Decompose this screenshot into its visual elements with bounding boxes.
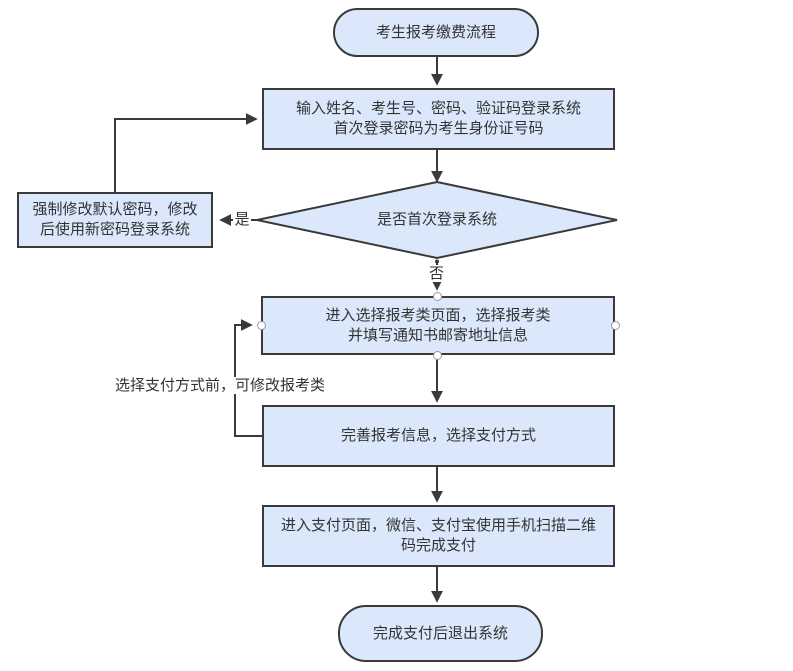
node-decision-label: 是否首次登录系统 bbox=[376, 211, 497, 228]
connection-port-left bbox=[256, 320, 266, 330]
node-payment-line2: 码完成支付 bbox=[400, 537, 476, 554]
node-decision-shape bbox=[256, 180, 618, 260]
node-start-label: 考生报考缴费流程 bbox=[375, 23, 496, 41]
connection-port-bottom bbox=[432, 351, 442, 360]
node-payment-line1: 进入支付页面，微信、支付宝使用手机扫描二维 bbox=[280, 517, 596, 534]
node-complete-info: 完善报考信息，选择支付方式 bbox=[262, 405, 615, 467]
node-force-change-line1: 强制修改默认密码，修改 bbox=[32, 201, 198, 218]
node-force-change-line2: 后使用新密码登录系统 bbox=[39, 221, 190, 238]
node-end: 完成支付后退出系统 bbox=[338, 605, 543, 662]
node-payment: 进入支付页面，微信、支付宝使用手机扫描二维 码完成支付 bbox=[262, 505, 615, 567]
node-end-label: 完成支付后退出系统 bbox=[372, 624, 508, 642]
connection-port-top bbox=[432, 291, 442, 301]
edge-label-modify-note: 选择支付方式前，可修改报考类 bbox=[103, 377, 337, 394]
node-select-category-line1: 进入选择报考类页面，选择报考类 bbox=[325, 306, 551, 324]
node-login-line1: 输入姓名、考生号、密码、验证码登录系统 bbox=[295, 100, 581, 117]
connection-port-right bbox=[610, 320, 620, 330]
node-login-line2: 首次登录密码为考生身份证号码 bbox=[333, 120, 544, 137]
node-force-change: 强制修改默认密码，修改 后使用新密码登录系统 bbox=[17, 192, 213, 248]
node-select-category-line2: 并填写通知书邮寄地址信息 bbox=[347, 326, 528, 344]
edge-label-no: 否 bbox=[427, 265, 446, 282]
edge-force-change-to-login bbox=[114, 113, 258, 192]
node-start: 考生报考缴费流程 bbox=[333, 8, 539, 57]
edge-no-start-dot bbox=[435, 259, 439, 264]
node-login: 输入姓名、考生号、密码、验证码登录系统 首次登录密码为考生身份证号码 bbox=[262, 88, 615, 150]
node-complete-info-label: 完善报考信息，选择支付方式 bbox=[340, 427, 536, 444]
node-select-category: 进入选择报考类页面，选择报考类 并填写通知书邮寄地址信息 bbox=[261, 296, 615, 355]
edge-label-yes: 是 bbox=[233, 211, 251, 228]
